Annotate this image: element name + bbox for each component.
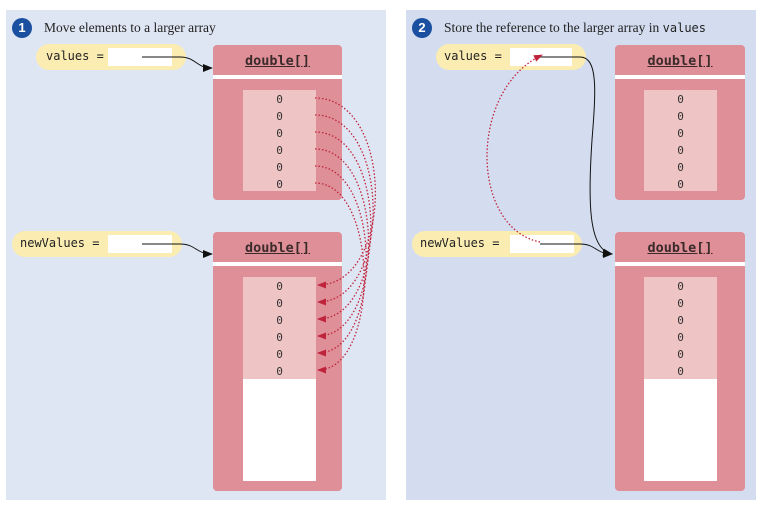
new-values-variable: newValues = [412, 231, 582, 257]
new-values-array-element: 0 [677, 365, 684, 378]
new-values-array-element: 0 [677, 280, 684, 293]
values-variable-label: values = [444, 49, 502, 63]
values-array-element: 0 [677, 110, 684, 123]
values-array-element: 0 [677, 178, 684, 191]
values-variable: values = [36, 44, 186, 70]
step-1-badge: 1 [12, 18, 32, 38]
values-array-element: 0 [276, 178, 283, 191]
new-values-array-element: 0 [276, 314, 283, 327]
step-2-panel: 2 Store the reference to the larger arra… [406, 10, 756, 500]
values-array-element: 0 [677, 161, 684, 174]
values-array-elements: 0 0 0 0 0 0 [243, 90, 316, 191]
new-values-variable: newValues = [12, 231, 182, 257]
values-array-element: 0 [677, 93, 684, 106]
values-array-element: 0 [276, 110, 283, 123]
step-1-title: Move elements to a larger array [44, 20, 216, 35]
new-values-array-elements: 0 0 0 0 0 0 [644, 277, 717, 379]
new-values-array-element: 0 [276, 331, 283, 344]
step-2-title-code: values [662, 21, 706, 35]
values-array-divider [615, 75, 745, 79]
step-2-title-text: Store the reference to the larger array … [444, 20, 660, 35]
new-values-array-element: 0 [276, 348, 283, 361]
new-values-array-divider [615, 262, 745, 266]
values-array-element: 0 [677, 127, 684, 140]
new-values-array-empty-slots [243, 379, 316, 481]
new-values-array-empty-slots [644, 379, 717, 481]
new-values-variable-box [510, 235, 574, 253]
values-array-element: 0 [276, 127, 283, 140]
new-values-array-type-label: double[] [244, 240, 311, 256]
values-array-type-label: double[] [244, 53, 311, 69]
step-2-title: Store the reference to the larger array … [444, 20, 706, 36]
new-values-array-element: 0 [677, 348, 684, 361]
new-values-array-element: 0 [677, 314, 684, 327]
values-array-element: 0 [276, 144, 283, 157]
new-values-array-element: 0 [276, 280, 283, 293]
values-array-element: 0 [677, 144, 684, 157]
new-values-array-object: double[] 0 0 0 0 0 0 [615, 232, 745, 491]
new-values-variable-label: newValues = [20, 236, 100, 250]
values-variable-label: values = [46, 49, 104, 63]
values-variable-box [108, 48, 172, 66]
values-variable: values = [436, 44, 586, 70]
new-values-array-divider [213, 262, 342, 266]
new-values-array-element: 0 [276, 297, 283, 310]
values-variable-box [510, 48, 572, 66]
step-1-panel: 1 Move elements to a larger array values… [6, 10, 386, 500]
new-values-array-type-label: double[] [647, 240, 713, 256]
values-array-object: double[] 0 0 0 0 0 0 [213, 45, 342, 200]
values-array-divider [213, 75, 342, 79]
new-values-array-object: double[] 0 0 0 0 0 0 [213, 232, 342, 491]
values-array-type-label: double[] [647, 53, 713, 69]
new-values-array-elements: 0 0 0 0 0 0 [243, 277, 316, 379]
new-values-variable-box [108, 235, 172, 253]
new-values-array-element: 0 [677, 331, 684, 344]
values-array-element: 0 [276, 161, 283, 174]
step-2-badge: 2 [412, 18, 432, 38]
values-array-elements: 0 0 0 0 0 0 [644, 90, 717, 191]
values-array-object: double[] 0 0 0 0 0 0 [615, 45, 745, 200]
values-array-element: 0 [276, 93, 283, 106]
new-values-array-element: 0 [677, 297, 684, 310]
new-values-variable-label: newValues = [420, 236, 500, 250]
new-values-array-element: 0 [276, 365, 283, 378]
